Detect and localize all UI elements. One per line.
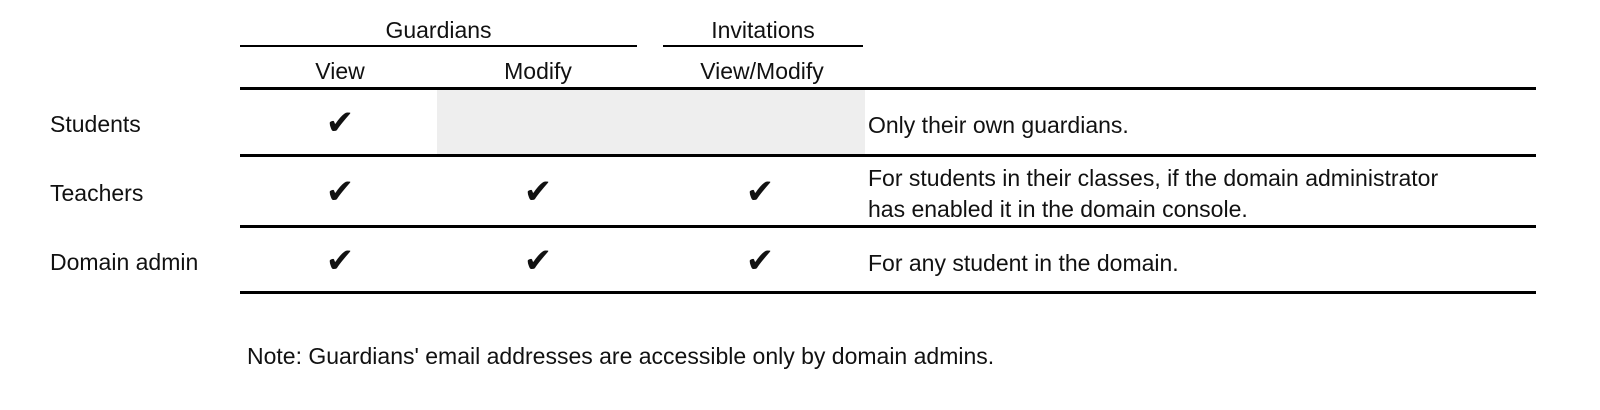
column-group-rule-invitations	[663, 45, 863, 47]
check-icon-teachers-guardians-view: ✔	[325, 172, 355, 212]
row-description-teachers: For students in their classes, if the do…	[868, 163, 1548, 225]
check-icon-teachers-guardians-modify: ✔	[523, 172, 553, 212]
check-icon-domain-admin-invitations-view-modify: ✔	[745, 241, 775, 281]
row-label-teachers: Teachers	[50, 180, 144, 206]
row-label-students: Students	[50, 111, 141, 137]
column-group-label-invitations: Invitations	[711, 17, 815, 43]
row-description-domain-admin-line-1: For any student in the domain.	[868, 250, 1179, 276]
row-description-students-line-1: Only their own guardians.	[868, 112, 1129, 138]
row-description-students: Only their own guardians.	[868, 110, 1548, 141]
check-icon-students-guardians-view: ✔	[325, 103, 355, 143]
check-icon-teachers-invitations-view-modify: ✔	[745, 172, 775, 212]
row-description-teachers-line-1: For students in their classes, if the do…	[868, 165, 1439, 191]
column-header-guardians-view: View	[315, 58, 365, 84]
column-header-guardians-modify: Modify	[504, 58, 572, 84]
column-group-rule-guardians	[240, 45, 637, 47]
check-icon-domain-admin-guardians-modify: ✔	[523, 241, 553, 281]
table-rule-header-bottom	[240, 87, 1536, 90]
table-rule-bottom	[240, 291, 1536, 294]
table-rule-after-teachers	[240, 225, 1536, 228]
table-footnote: Note: Guardians' email addresses are acc…	[247, 343, 995, 369]
table-rule-after-students	[240, 154, 1536, 157]
row-description-teachers-line-2: has enabled it in the domain console.	[868, 196, 1248, 222]
shaded-cell-students-not-applicable	[437, 90, 865, 154]
column-header-invitations-view-modify: View/Modify	[700, 58, 824, 84]
row-description-domain-admin: For any student in the domain.	[868, 248, 1548, 279]
check-icon-domain-admin-guardians-view: ✔	[325, 241, 355, 281]
column-group-label-guardians: Guardians	[385, 17, 492, 43]
row-label-domain-admin: Domain admin	[50, 249, 199, 275]
